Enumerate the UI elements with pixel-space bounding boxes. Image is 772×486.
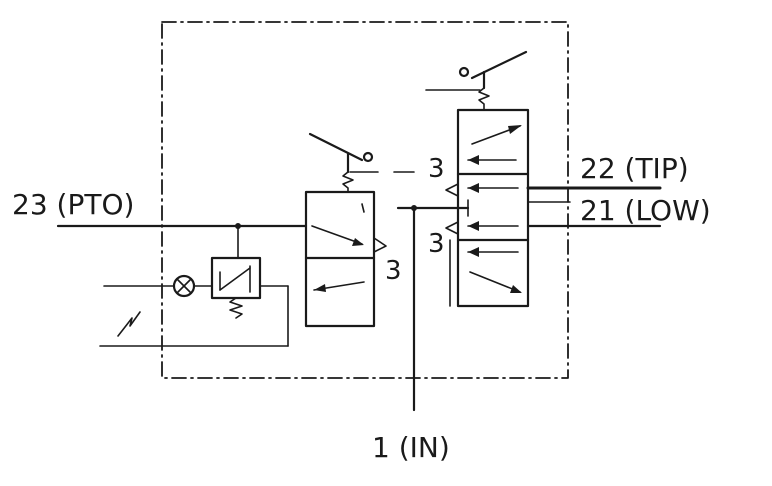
ground-line [99,311,289,347]
pto-valve-exhaust-label: 3 [385,256,402,286]
spring-return-icon [229,297,243,319]
pressure-switch-icon [210,256,289,347]
low-output-line [526,201,662,228]
manual-lever-icon [425,50,528,111]
pto-valve [304,190,387,328]
pto-line [56,223,308,259]
indicator-lamp-icon [103,274,213,298]
port-label-low: 21 (LOW) [580,194,711,227]
tip-valve-bottom-exhaust-label: 3 [428,229,445,259]
tip-low-valve [445,108,530,308]
port-label-tip: 22 (TIP) [580,152,689,185]
tip-valve-top-exhaust-label: 3 [428,154,445,184]
port-label-in: 1 (IN) [372,431,450,464]
enclosure-boundary [161,21,569,379]
supply-line [396,199,470,412]
manual-lever-icon [308,132,415,193]
port-label-pto: 23 (PTO) [12,188,134,221]
